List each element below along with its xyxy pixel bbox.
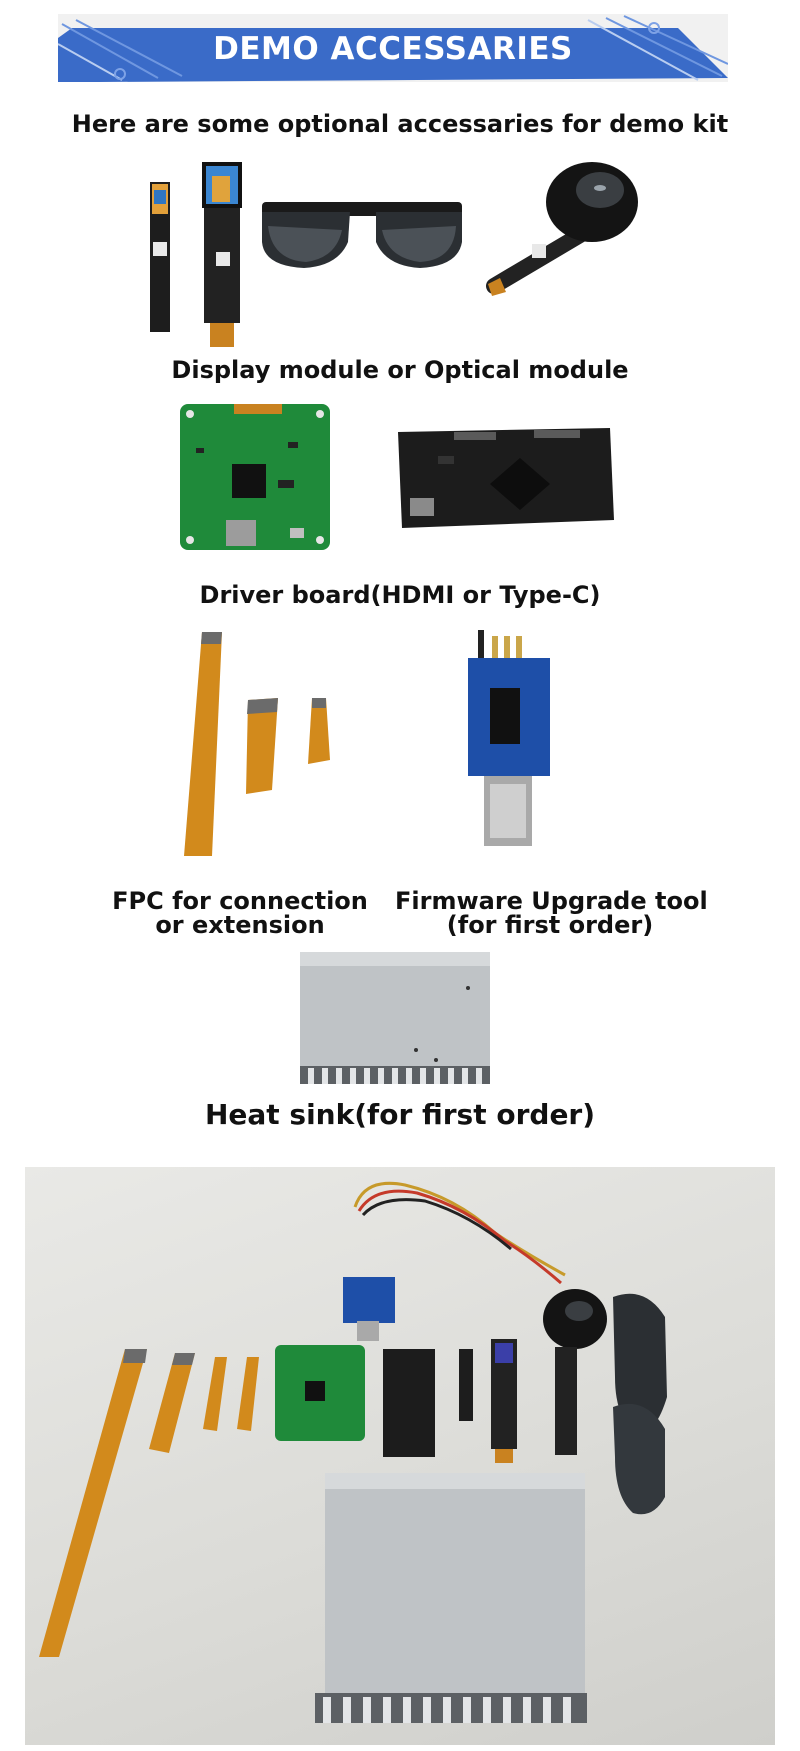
banner-stripe-right-1 bbox=[605, 17, 723, 77]
driver-boards-photo bbox=[180, 404, 614, 550]
heat-sink-caption: Heat sink(for first order) bbox=[204, 1098, 596, 1131]
driver-board-black bbox=[398, 428, 614, 528]
firmware-upgrade-tool bbox=[468, 630, 550, 846]
banner-dot-right bbox=[648, 22, 660, 34]
banner-stripe-left-1 bbox=[61, 23, 159, 79]
banner-stripe-right-3 bbox=[587, 19, 699, 81]
banner-ribbon bbox=[58, 28, 728, 82]
overview-driver-black bbox=[383, 1349, 435, 1457]
banner-stripe-left-2 bbox=[75, 19, 183, 77]
firmware-caption-line2: (for first order) bbox=[446, 911, 654, 939]
banner-dot-left bbox=[114, 68, 126, 80]
heat-sink-photo bbox=[300, 952, 490, 1084]
intro-text: Here are some optional accessaries for d… bbox=[71, 110, 729, 138]
micro-display-small bbox=[150, 182, 170, 332]
heat-sink-body bbox=[300, 952, 490, 1070]
driver-board-green bbox=[180, 404, 330, 550]
fpc-and-tool-photo bbox=[184, 630, 550, 856]
banner-graphic bbox=[58, 15, 728, 82]
fpc-caption-line2: or extension bbox=[155, 911, 325, 939]
banner-title: DEMO ACCESSARIES bbox=[213, 31, 573, 67]
fpc-caption: FPC for connection or extension bbox=[100, 889, 380, 937]
display-modules-photo bbox=[150, 162, 638, 347]
micro-display-large bbox=[202, 162, 242, 347]
title-banner: DEMO ACCESSARIES bbox=[58, 14, 728, 82]
banner-stripe-left-3 bbox=[58, 43, 123, 81]
overview-fpc-long bbox=[39, 1349, 147, 1657]
kit-overview-graphic bbox=[39, 1181, 667, 1723]
driver-board-caption: Driver board(HDMI or Type-C) bbox=[199, 581, 601, 609]
fpc-cables bbox=[184, 632, 330, 856]
overview-heat-sink bbox=[325, 1473, 585, 1703]
fpc-caption-line1: FPC for connection bbox=[112, 887, 368, 915]
firmware-caption-line1: Firmware Upgrade tool bbox=[395, 887, 708, 915]
banner-notch bbox=[58, 28, 72, 38]
optical-module-round bbox=[486, 162, 638, 296]
optical-module-glasses bbox=[262, 202, 462, 268]
banner-stripe-right-2 bbox=[623, 15, 728, 65]
firmware-caption: Firmware Upgrade tool (for first order) bbox=[395, 887, 708, 939]
overview-firmware-tool bbox=[343, 1277, 395, 1323]
kit-overview-photo bbox=[25, 1167, 775, 1745]
display-module-caption: Display module or Optical module bbox=[171, 356, 629, 384]
overview-optical-glasses bbox=[613, 1293, 667, 1434]
